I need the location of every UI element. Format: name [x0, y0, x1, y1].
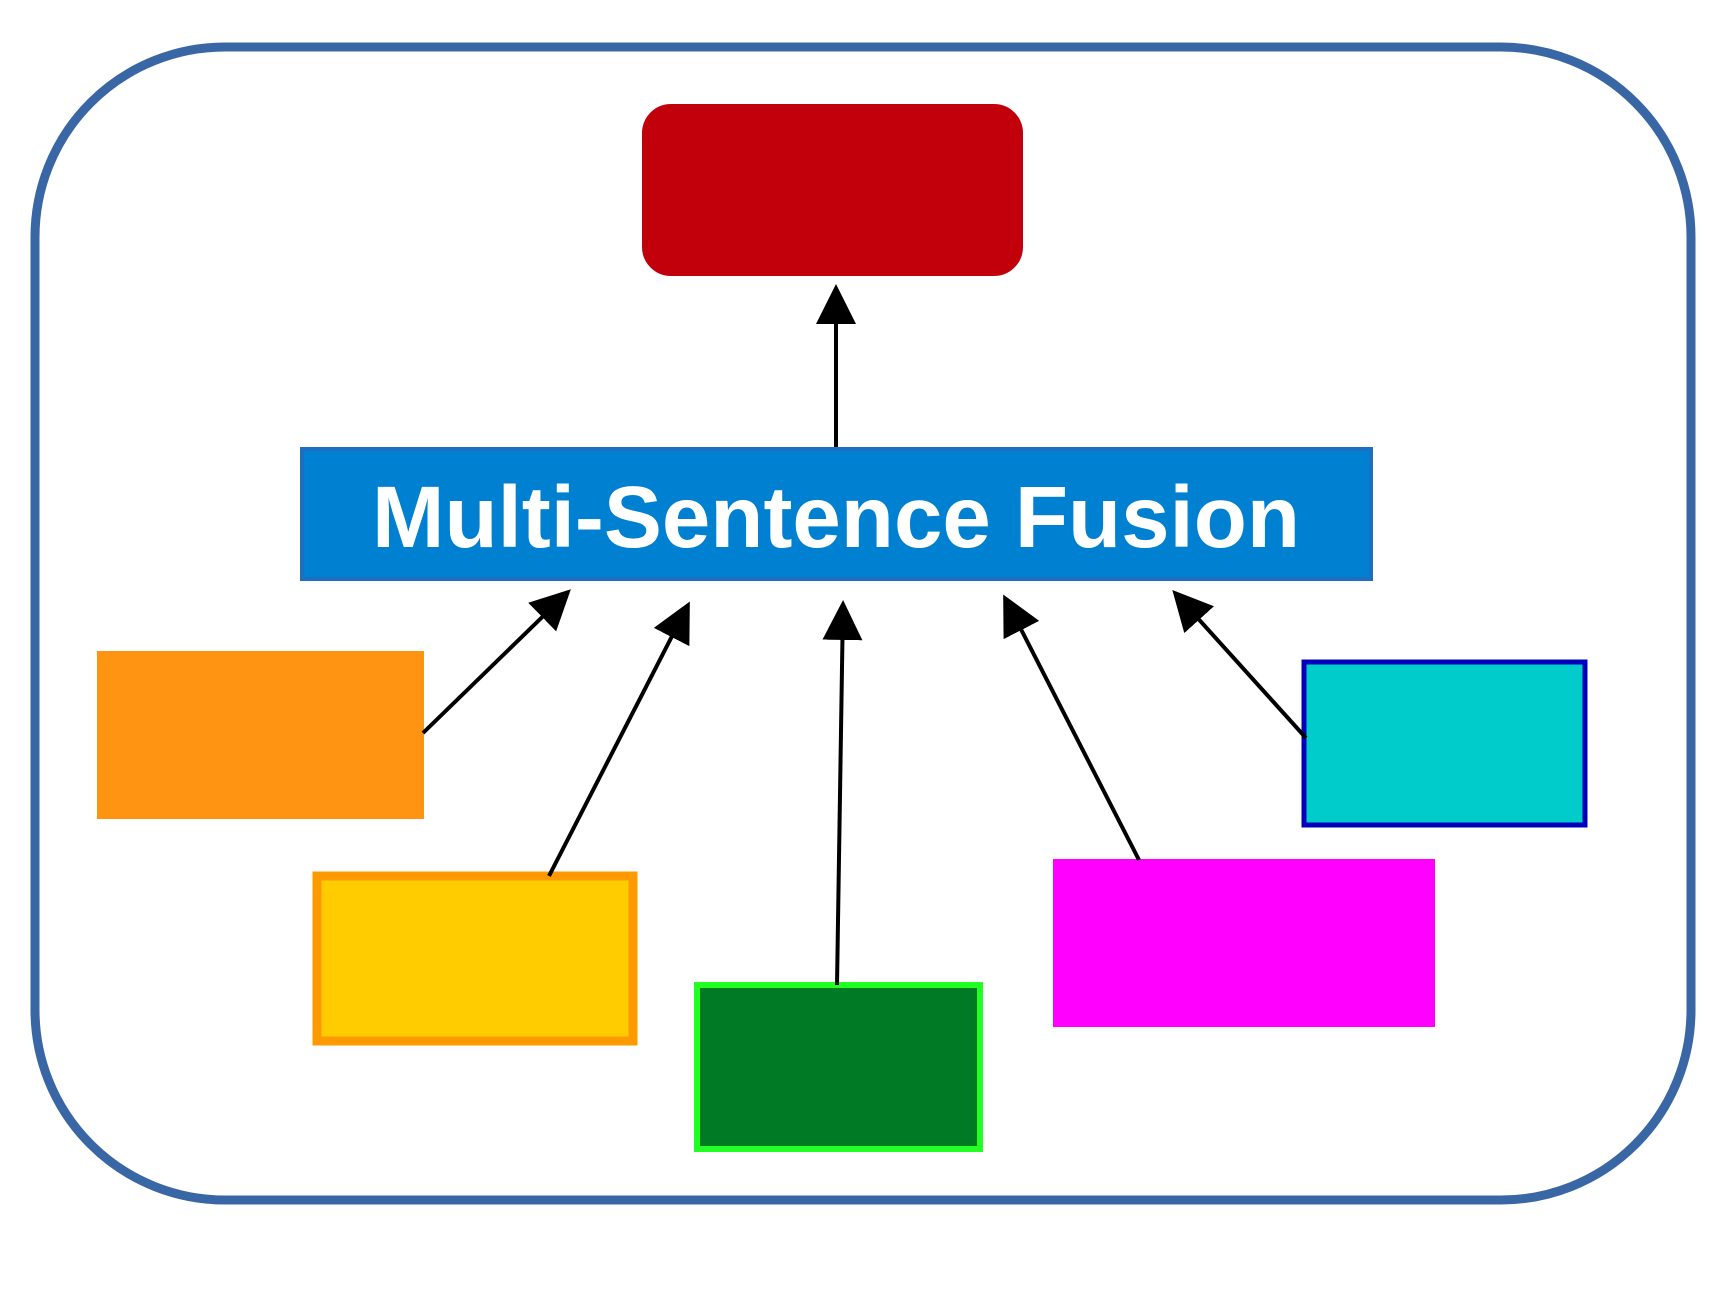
- yellow-input-node: [312, 871, 638, 1046]
- arrow-yellow-to-center: [547, 601, 690, 877]
- magenta-input-node: [1053, 859, 1435, 1027]
- center-node-box: [300, 447, 1373, 581]
- cyan-input-node: [1301, 659, 1588, 828]
- center-node-label: Multi-Sentence Fusion: [372, 469, 1300, 566]
- arrow-green-to-center: [822, 600, 863, 986]
- orange-input-node: [97, 651, 424, 819]
- arrow-magenta-to-center: [1003, 594, 1141, 861]
- green-input-node: [694, 982, 983, 1152]
- output-node: [642, 104, 1023, 276]
- arrow-orange-to-center: [421, 589, 571, 735]
- center-node: Multi-Sentence Fusion: [300, 447, 1373, 581]
- arrow-cyan-to-center: [1172, 590, 1308, 740]
